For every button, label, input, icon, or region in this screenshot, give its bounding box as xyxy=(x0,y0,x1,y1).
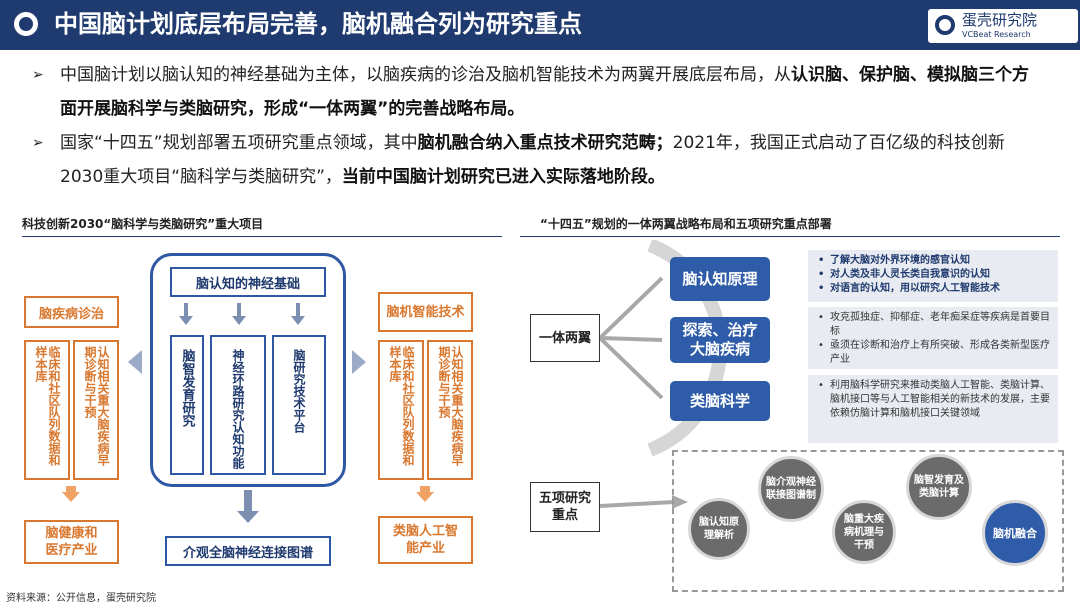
bullet-2-text: 国家“十四五”规划部署五项研究重点领域，其中 xyxy=(60,133,418,153)
block-brain-disease: 探索、治疗大脑疾病 xyxy=(670,317,770,363)
left-pointing-arrow-icon xyxy=(128,350,142,374)
bullet-2-text-2: 2021年，我国正式启动了百亿级的科技创新2030重大项目“脑科学与类脑研究”， xyxy=(60,133,1005,187)
core-col-2: 神经环路研究认知功能 xyxy=(210,335,266,475)
core-col-1: 脑智发育研究 xyxy=(170,335,204,475)
ai-col-2-text: 认知相关重大脑疾病早期诊断与干预 xyxy=(437,346,464,466)
core-output-arrow-icon xyxy=(237,511,259,523)
five-focus-arrow-line xyxy=(600,500,675,508)
disease-col-2: 认知相关重大脑疾病早期诊断与干预 xyxy=(73,340,119,480)
ai-col-1-text: 临床和社区队列数据和样本库 xyxy=(388,346,415,466)
core-title-box: 脑认知的神经基础 xyxy=(170,267,326,297)
bullet-1: ➢ 中国脑计划以脑认知的神经基础为主体，以脑疾病的诊治及脑机智能技术为两翼开展底… xyxy=(32,58,1042,126)
ai-title-text: 脑机智能技术 xyxy=(386,304,465,320)
focus-circle-development: 脑智发育及类脑计算 xyxy=(906,454,972,520)
bullet-arrow-icon: ➢ xyxy=(32,135,44,151)
page-title: 中国脑计划底层布局完善，脑机融合列为研究重点 xyxy=(54,10,582,38)
five-focus-arrow xyxy=(600,495,688,509)
block-brain-cognition: 脑认知原理 xyxy=(670,257,770,301)
disease-output-text: 脑健康和医疗产业 xyxy=(45,526,98,558)
bullet-2-bold-2: 当前中国脑计划研究已进入实际落地阶段。 xyxy=(341,167,665,187)
ai-output-box: 类脑人工智能产业 xyxy=(378,516,473,564)
disease-arrow-stem xyxy=(66,486,76,492)
ai-output-text: 类脑人工智能产业 xyxy=(392,524,458,556)
disease-col-1: 临床和社区队列数据和样本库 xyxy=(24,340,70,480)
bullet-arrow-icon: ➢ xyxy=(32,67,44,83)
core-down-arrow-icon xyxy=(291,316,305,325)
info-cognition-3: 对语言的认知，用以研究人工智能技术 xyxy=(818,282,1050,296)
five-focus-box: 五项研究重点 xyxy=(530,482,600,532)
right-pointing-arrow-icon xyxy=(352,350,366,374)
core-output-box: 介观全脑神经连接图谱 xyxy=(165,536,331,566)
connector-line-mid xyxy=(600,336,663,342)
block-brain-like-science: 类脑科学 xyxy=(670,381,770,421)
focus-circle-disease: 脑重大疾病机理与干预 xyxy=(832,500,896,564)
info-cognition-2: 对人类及非人灵长类自我意识的认知 xyxy=(818,268,1050,282)
core-col-1-text: 脑智发育研究 xyxy=(179,349,195,427)
header-bar xyxy=(0,0,1080,50)
focus-circle-connectome-text: 脑介观神经联接图谱制 xyxy=(766,477,816,501)
core-arrow-stem-1 xyxy=(184,303,188,317)
core-arrow-stem-3 xyxy=(296,303,300,317)
connector-line-bottom xyxy=(600,336,664,400)
block-brain-disease-text: 探索、治疗大脑疾病 xyxy=(682,321,758,358)
core-col-3-text: 脑研究技术平台 xyxy=(292,349,306,433)
focus-circle-disease-text: 脑重大疾病机理与干预 xyxy=(844,513,884,551)
disease-output-box: 脑健康和医疗产业 xyxy=(24,520,119,564)
ai-title-box: 脑机智能技术 xyxy=(378,292,473,332)
core-output-arrow-stem xyxy=(244,490,252,512)
brand-name: 蛋壳研究院 xyxy=(962,11,1038,29)
five-focus-dashed-frame xyxy=(672,450,1064,592)
ai-arrow-stem xyxy=(420,486,430,492)
info-box-brain-like: 利用脑科学研究来推动类脑人工智能、类脑计算、脑机接口等与人工智能相关的新技术的发… xyxy=(808,375,1058,443)
five-focus-text: 五项研究重点 xyxy=(538,491,591,523)
disease-down-arrow-icon xyxy=(62,492,80,502)
core-col-3: 脑研究技术平台 xyxy=(272,335,326,475)
core-down-arrow-icon xyxy=(232,316,246,325)
bullet-2-bold: 脑机融合纳入重点技术研究范畴； xyxy=(417,133,673,153)
five-focus-arrow-head-icon xyxy=(672,495,688,509)
info-brain-like-1: 利用脑科学研究来推动类脑人工智能、类脑计算、脑机接口等与人工智能相关的新技术的发… xyxy=(818,379,1050,421)
focus-circle-cognition-text: 脑认知原理解析 xyxy=(699,517,739,541)
left-section-divider xyxy=(22,236,502,237)
bullet-2: ➢ 国家“十四五”规划部署五项研究重点领域，其中脑机融合纳入重点技术研究范畴；2… xyxy=(32,126,1042,194)
bullet-1-bold: 认识脑、保护脑、模拟脑三个方面开展脑科学与类脑研究，形成“一体两翼”的完善战略布… xyxy=(60,65,1029,119)
info-box-disease: 攻克孤独症、抑郁症、老年痴呆症等疾病是首要目标 亟须在诊断和治疗上有所突破、形成… xyxy=(808,307,1058,369)
right-section-title: “十四五”规划的一体两翼战略布局和五项研究重点部署 xyxy=(540,217,832,231)
disease-col-2-text: 认知相关重大脑疾病早期诊断与干预 xyxy=(83,346,110,466)
core-arrow-stem-2 xyxy=(237,303,241,317)
core-down-arrow-icon xyxy=(179,316,193,325)
focus-circle-development-text: 脑智发育及类脑计算 xyxy=(914,475,964,499)
one-body-two-wings-box: 一体两翼 xyxy=(530,314,600,362)
focus-circle-connectome: 脑介观神经联接图谱制 xyxy=(758,456,824,522)
info-cognition-1: 了解大脑对外界环境的感官认知 xyxy=(818,254,1050,268)
ai-col-2: 认知相关重大脑疾病早期诊断与干预 xyxy=(427,340,473,480)
ai-col-1: 临床和社区队列数据和样本库 xyxy=(378,340,424,480)
disease-col-1-text: 临床和社区队列数据和样本库 xyxy=(34,346,61,466)
right-section-divider xyxy=(520,236,1060,237)
core-col-2-text: 神经环路研究认知功能 xyxy=(231,349,245,469)
focus-circle-bci: 脑机融合 xyxy=(982,500,1048,566)
source-note: 资料来源：公开信息，蛋壳研究院 xyxy=(6,593,156,604)
info-box-cognition: 了解大脑对外界环境的感官认知 对人类及非人灵长类自我意识的认知 对语言的认知，用… xyxy=(808,250,1058,302)
ai-down-arrow-icon xyxy=(416,492,434,502)
disease-title-box: 脑疾病诊治 xyxy=(24,296,119,328)
focus-circle-cognition: 脑认知原理解析 xyxy=(688,498,750,560)
title-ring-icon xyxy=(14,12,38,36)
info-disease-2: 亟须在诊断和治疗上有所突破、形成各类新型医疗产业 xyxy=(818,339,1050,367)
brand-egg-icon xyxy=(935,15,955,35)
bullet-1-text: 中国脑计划以脑认知的神经基础为主体，以脑疾病的诊治及脑机智能技术为两翼开展底层布… xyxy=(60,65,791,85)
brand-subtitle: VCBeat Research xyxy=(962,30,1031,39)
connector-line-top xyxy=(600,276,664,340)
left-section-title: 科技创新2030“脑科学与类脑研究”重大项目 xyxy=(22,217,264,231)
info-disease-1: 攻克孤独症、抑郁症、老年痴呆症等疾病是首要目标 xyxy=(818,311,1050,339)
